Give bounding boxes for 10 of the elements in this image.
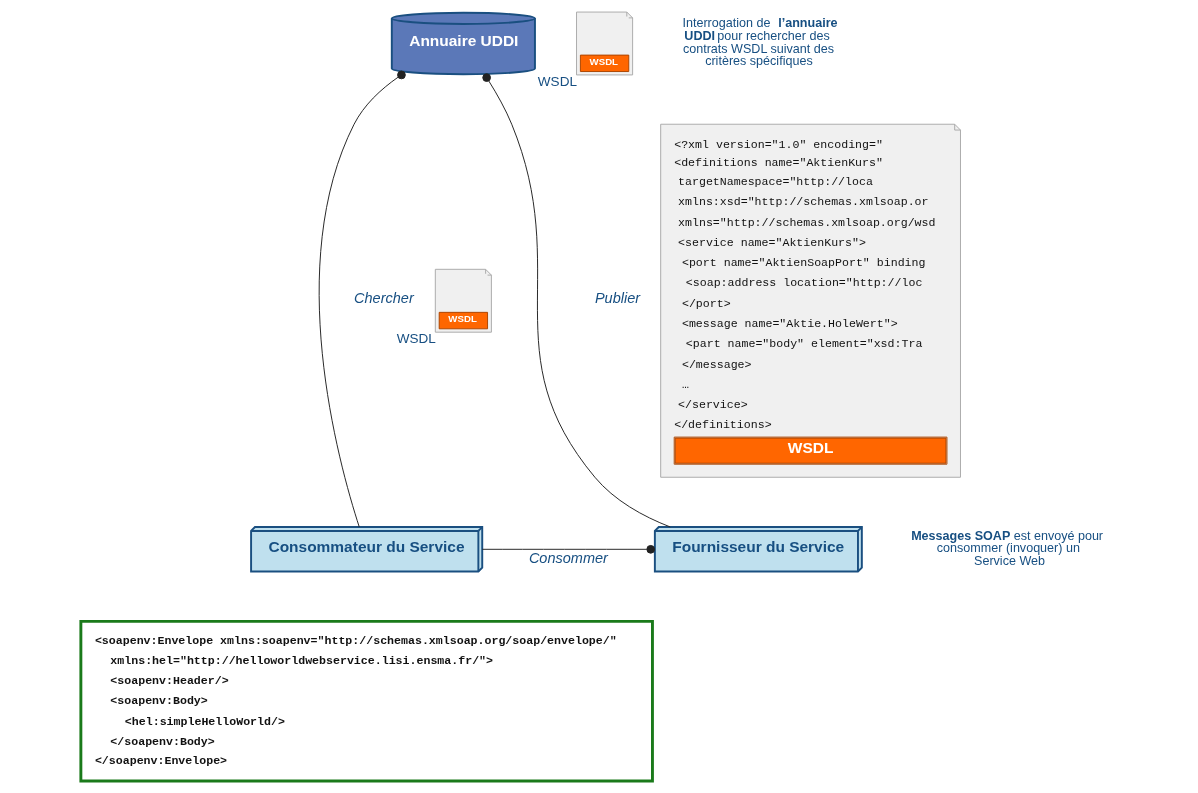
- label: Messages SOAP est envoyé pour consommer (invoquer) un Service Web: [910, 528, 1103, 568]
- edge-label: Consommer: [528, 549, 608, 566]
- label: Interrogation de l’annuaire UDDI pour rechercher des contrats WSDL suivant des critères spécifiques: [681, 16, 838, 69]
- node-label: WSDL: [537, 73, 577, 89]
- connector: [481, 544, 655, 554]
- node-label: WSDL: [396, 331, 436, 347]
- node-box: <soapenv:Envelope xmlns:soapenv="http://schemas.xmlsoap.org/soap/envelope/" xmlns:hel="http://helloworldwebservice.lisi.ensma.fr/"> <soapenv:Header/> <soapenv:Body> <hel:simpleHelloWorld/> </soapenv:Body> </soapenv:Envelope>: [78, 619, 654, 783]
- connector: [318, 70, 406, 528]
- edge-label: Publier: [594, 290, 640, 307]
- edge-label: Chercher: [353, 290, 414, 307]
